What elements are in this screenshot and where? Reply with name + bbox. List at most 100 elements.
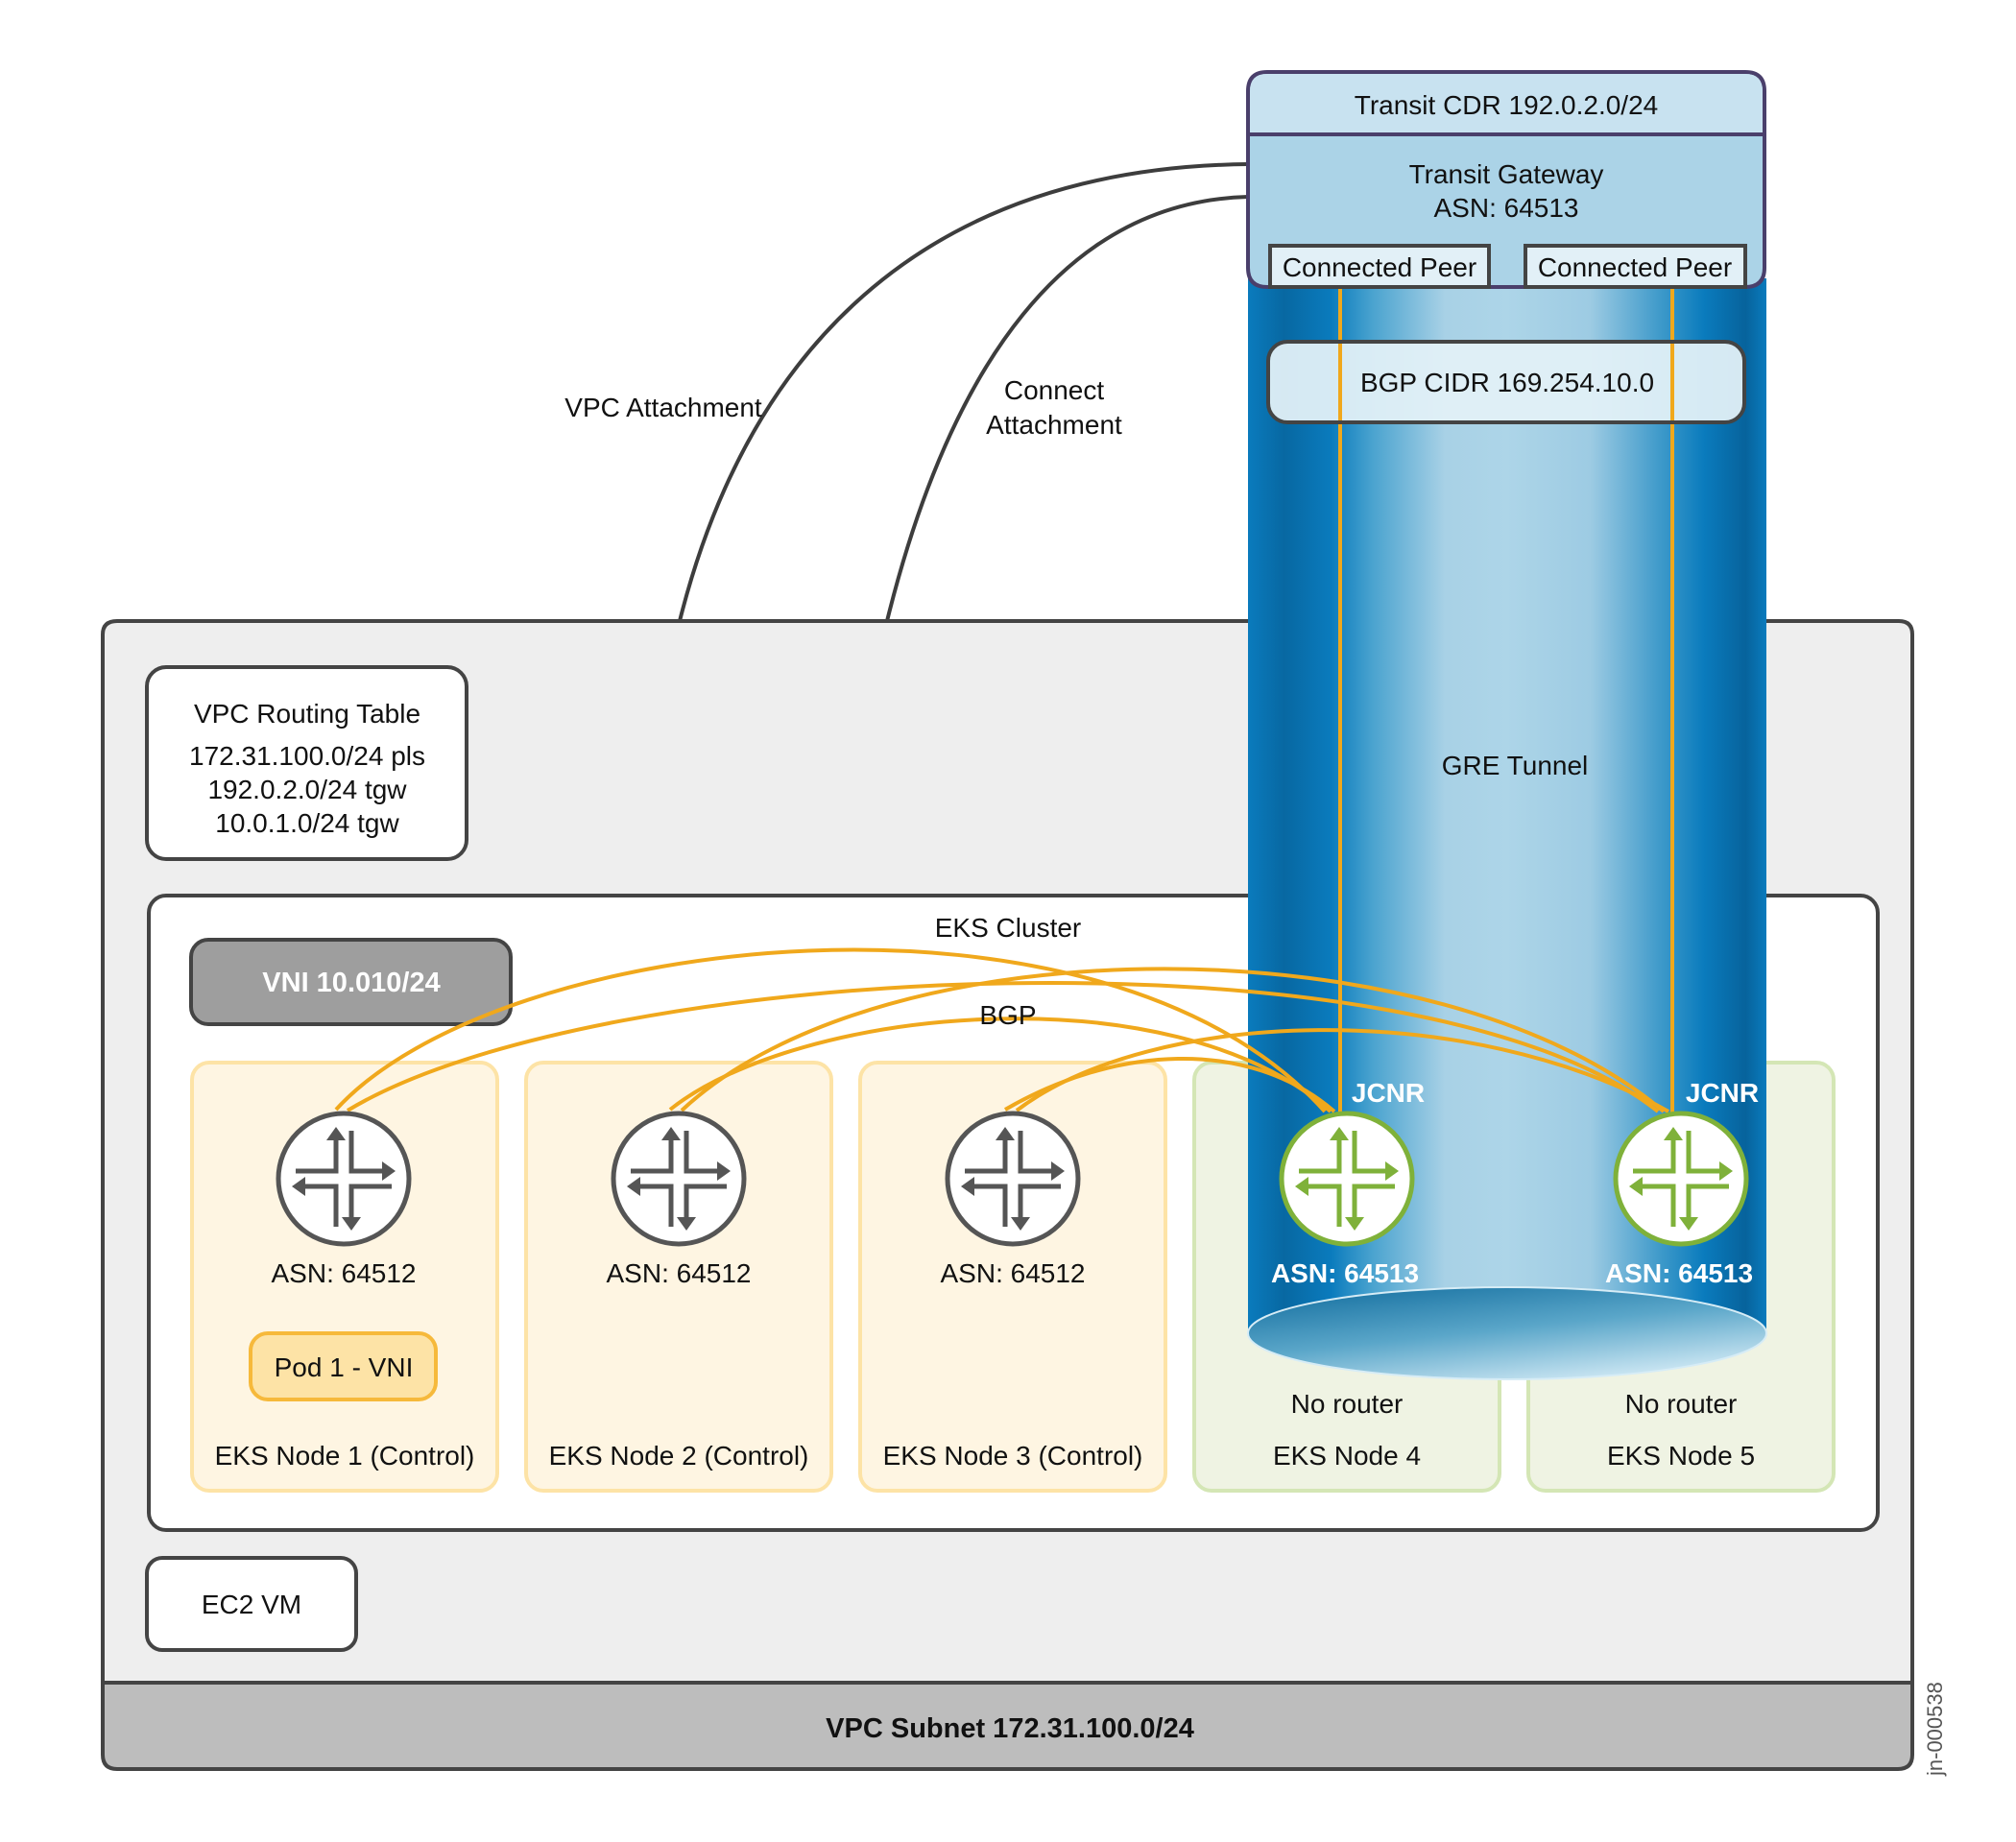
pod-1-vni: Pod 1 - VNI — [249, 1331, 438, 1401]
router-arrow-line — [1308, 1184, 1342, 1227]
router-arrowhead-icon — [1664, 1127, 1683, 1140]
router-arrowhead-icon — [1385, 1161, 1399, 1181]
router-arrow-line — [640, 1184, 674, 1227]
vpc-attachment-label: VPC Attachment — [564, 393, 762, 422]
router-arrowhead-icon — [1629, 1177, 1643, 1196]
router-arrowhead-icon — [661, 1127, 681, 1140]
node3-asn: ASN: 64512 — [941, 1258, 1086, 1288]
node4-asn: ASN: 64513 — [1271, 1258, 1419, 1288]
node4-jcnr-label: JCNR — [1352, 1078, 1425, 1108]
jcnr-router-icon — [1613, 1111, 1749, 1247]
figure-id-watermark: jn-000538 — [1923, 1682, 1947, 1777]
route-entry: 192.0.2.0/24 tgw — [207, 775, 407, 804]
router-arrowhead-icon — [342, 1217, 361, 1231]
node4-note: No router — [1291, 1389, 1404, 1419]
router-arrowhead-icon — [996, 1127, 1015, 1140]
router-arrowhead-icon — [1719, 1161, 1733, 1181]
router-arrowhead-icon — [627, 1177, 640, 1196]
node5-note: No router — [1625, 1389, 1738, 1419]
route-entry: 172.31.100.0/24 pls — [189, 741, 425, 771]
bgp-arc-node1-node4 — [334, 947, 1327, 1113]
node4-label: EKS Node 4 — [1273, 1441, 1421, 1471]
routing-table-title: VPC Routing Table — [194, 699, 420, 729]
vni-label: VNI 10.010/24 — [262, 968, 440, 998]
eks-cluster-title: EKS Cluster — [935, 913, 1082, 943]
bgp-arc-node1-node5 — [346, 981, 1660, 1113]
router-arrow-line — [965, 1140, 1008, 1174]
router-arrow-line — [684, 1184, 727, 1217]
router-arrow-line — [1633, 1140, 1676, 1174]
node5-asn: ASN: 64513 — [1605, 1258, 1753, 1288]
transit-gateway: Transit CDR 192.0.2.0/24 Transit Gateway… — [1246, 70, 1766, 289]
vpc-subnet-label: VPC Subnet 172.31.100.0/24 — [826, 1713, 1194, 1744]
router-arrow-line — [305, 1184, 339, 1227]
router-arrow-line — [1686, 1131, 1719, 1174]
router-arrowhead-icon — [1345, 1217, 1364, 1231]
router-icon — [945, 1111, 1081, 1247]
connected-peer-label: Connected Peer — [1538, 252, 1732, 282]
vpc-routing-table: VPC Routing Table 172.31.100.0/24 pls 19… — [145, 665, 468, 861]
router-arrow-line — [348, 1184, 392, 1217]
router-arrowhead-icon — [1330, 1127, 1349, 1140]
router-arrow-line — [974, 1184, 1008, 1227]
bgp-label: BGP — [979, 1000, 1036, 1030]
connected-peer-1: Connected Peer — [1268, 244, 1491, 289]
ec2-vm-label: EC2 VM — [202, 1590, 301, 1619]
connect-attachment-line — [885, 195, 1249, 622]
router-arrow-line — [684, 1131, 717, 1174]
connected-peer-label: Connected Peer — [1283, 252, 1476, 282]
connected-peer-2: Connected Peer — [1524, 244, 1747, 289]
jcnr-router-icon — [1279, 1111, 1415, 1247]
node2-asn: ASN: 64512 — [607, 1258, 752, 1288]
route-entry: 10.0.1.0/24 tgw — [215, 808, 399, 838]
pod-label: Pod 1 - VNI — [275, 1352, 414, 1382]
bgp-arc-node2-node5 — [680, 967, 1666, 1113]
router-arrow-line — [1018, 1131, 1051, 1174]
eks-node-3-box — [858, 1061, 1167, 1493]
router-icon — [276, 1111, 412, 1247]
bgp-sessions: BGP — [334, 947, 1669, 1113]
router-arrowhead-icon — [677, 1217, 696, 1231]
ec2-vm: EC2 VM — [145, 1556, 358, 1652]
vni-box: VNI 10.010/24 — [189, 938, 513, 1026]
node5-label: EKS Node 5 — [1607, 1441, 1755, 1471]
router-arrow-line — [1352, 1131, 1385, 1174]
router-arrowhead-icon — [1011, 1217, 1030, 1231]
transit-gateway-asn: ASN: 64513 — [1434, 193, 1579, 223]
router-icon — [611, 1111, 747, 1247]
connect-attachment-label-line2: Attachment — [986, 410, 1122, 440]
bgp-cidr-box: BGP CIDR 169.254.10.0 — [1266, 340, 1746, 424]
router-arrow-line — [1299, 1140, 1342, 1174]
router-arrowhead-icon — [717, 1161, 731, 1181]
router-arrowhead-icon — [1679, 1217, 1698, 1231]
vpc-attachment-line — [678, 162, 1249, 622]
tunnel-bottom-ellipse — [1247, 1286, 1767, 1380]
connect-attachment-label-line1: Connect — [1004, 375, 1105, 405]
vpc-subnet-band — [101, 1681, 1914, 1771]
eks-node-2-box — [524, 1061, 833, 1493]
node3-label: EKS Node 3 (Control) — [883, 1441, 1143, 1471]
router-arrow-line — [1686, 1184, 1729, 1217]
bgp-cidr-label: BGP CIDR 169.254.10.0 — [1360, 368, 1654, 397]
gre-tunnel-label: GRE Tunnel — [1442, 751, 1589, 780]
transit-gateway-title: Transit Gateway — [1409, 159, 1604, 189]
router-arrowhead-icon — [1051, 1161, 1065, 1181]
bgp-arc-node2-node4 — [668, 1017, 1332, 1113]
router-arrowhead-icon — [382, 1161, 396, 1181]
router-arrow-line — [296, 1140, 339, 1174]
bgp-arc-node3-node5 — [1015, 1028, 1669, 1113]
router-arrow-line — [348, 1131, 382, 1174]
node1-asn: ASN: 64512 — [272, 1258, 417, 1288]
node1-label: EKS Node 1 (Control) — [215, 1441, 475, 1471]
node2-label: EKS Node 2 (Control) — [549, 1441, 809, 1471]
router-arrow-line — [631, 1140, 674, 1174]
router-arrow-line — [1352, 1184, 1395, 1217]
router-arrowhead-icon — [1295, 1177, 1308, 1196]
router-arrow-line — [1018, 1184, 1061, 1217]
node5-jcnr-label: JCNR — [1686, 1078, 1759, 1108]
router-arrowhead-icon — [961, 1177, 974, 1196]
router-arrowhead-icon — [326, 1127, 346, 1140]
router-arrowhead-icon — [292, 1177, 305, 1196]
transit-cidr-label: Transit CDR 192.0.2.0/24 — [1355, 90, 1658, 120]
